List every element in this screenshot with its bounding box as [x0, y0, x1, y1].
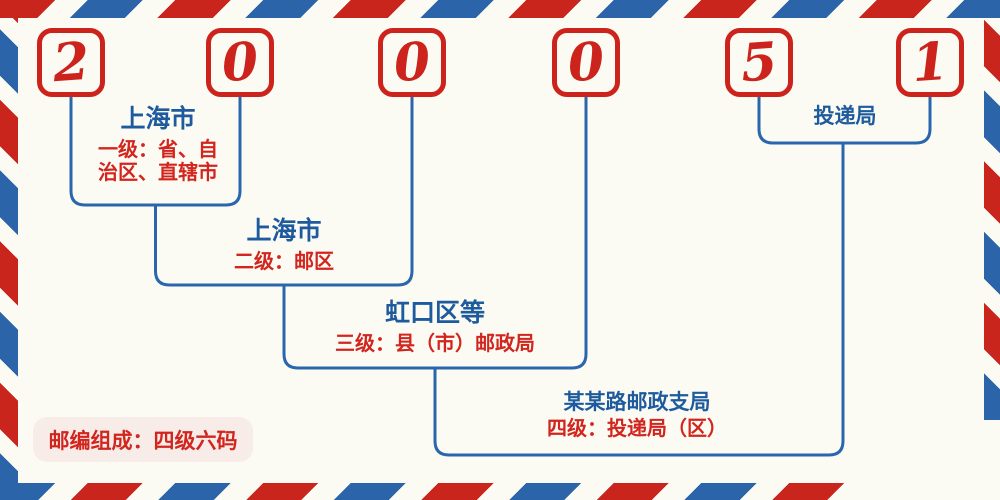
- delivery-bracket-line: [757, 97, 932, 145]
- airmail-border-bottom: [0, 483, 858, 500]
- digit-2: 0: [219, 30, 261, 94]
- delivery-office-label: 投递局: [813, 104, 877, 128]
- composition-pill: 邮编组成：四级六码: [33, 417, 253, 462]
- digit-box-5: 5: [725, 28, 793, 97]
- level3-group: 虹口区等 三级：县（市）邮政局: [305, 300, 565, 356]
- level1-desc-line2: 治区、直辖市: [98, 162, 218, 185]
- level1-name: 上海市: [120, 106, 196, 133]
- level3-desc: 三级：县（市）邮政局: [335, 332, 535, 355]
- level2-name: 上海市: [246, 218, 322, 245]
- airmail-border-right: [984, 0, 1000, 420]
- digit-4: 0: [565, 30, 607, 94]
- digit-box-3: 0: [378, 28, 446, 97]
- delivery-office-group: 投递局: [775, 104, 915, 128]
- level4-name: 某某路邮政支局: [563, 390, 711, 414]
- level1-group: 上海市 一级：省、自 治区、直辖市: [73, 106, 243, 186]
- airmail-border-top: [0, 0, 1000, 18]
- digit-6: 1: [909, 30, 951, 94]
- level3-name: 虹口区等: [384, 300, 485, 327]
- level4-bracket-line: [433, 143, 845, 457]
- digit-3: 0: [391, 30, 433, 94]
- level1-desc-line1: 一级：省、自: [98, 138, 218, 161]
- digit-box-6: 1: [896, 28, 964, 97]
- digit-5: 5: [738, 30, 780, 94]
- level4-group: 某某路邮政支局 四级：投递局（区）: [497, 390, 777, 442]
- level2-desc: 二级：邮区: [234, 250, 334, 273]
- level1-desc: 一级：省、自 治区、直辖市: [73, 139, 243, 186]
- digit-box-2: 0: [206, 28, 274, 97]
- digit-box-4: 0: [552, 28, 620, 97]
- digit-1: 2: [50, 30, 92, 94]
- airmail-border-left: [0, 0, 18, 500]
- level2-group: 上海市 二级：邮区: [199, 218, 369, 274]
- digit-box-1: 2: [37, 28, 105, 97]
- composition-label: 邮编组成：四级六码: [48, 428, 238, 453]
- level4-desc: 四级：投递局（区）: [547, 418, 727, 441]
